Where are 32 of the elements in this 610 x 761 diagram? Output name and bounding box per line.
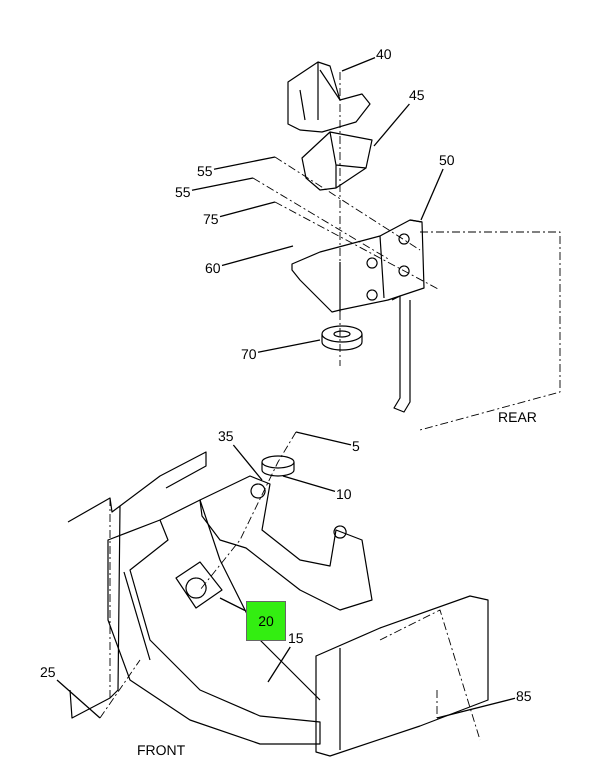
callout-number: 5 — [352, 438, 360, 454]
leader-line — [282, 475, 336, 492]
callout-number: 25 — [40, 664, 56, 680]
leader-line — [420, 168, 444, 220]
leader-line — [436, 698, 516, 719]
leader-line — [220, 201, 276, 218]
callout-number: 20 — [246, 601, 286, 641]
leader-line — [374, 104, 410, 146]
leader-line — [220, 597, 246, 612]
leader-line — [267, 646, 291, 682]
leader-line — [342, 57, 376, 72]
callout-number: 40 — [376, 46, 392, 62]
callout-number: 60 — [205, 260, 221, 276]
view-label: REAR — [498, 409, 537, 425]
callout-number: 15 — [288, 630, 304, 646]
leader-line — [192, 177, 254, 191]
callout-number: 10 — [336, 486, 352, 502]
callout-number: 70 — [241, 346, 257, 362]
view-label: FRONT — [137, 742, 186, 758]
leader-line — [214, 156, 276, 170]
callout-number: 35 — [218, 428, 234, 444]
leader-line — [296, 431, 352, 446]
callout-number: 55 — [175, 184, 191, 200]
callout-number: 50 — [439, 152, 455, 168]
leader-line — [56, 679, 100, 718]
callout-number: 45 — [409, 87, 425, 103]
callout-number: 75 — [203, 211, 219, 227]
leader-line — [258, 339, 320, 353]
callout-number: 55 — [197, 163, 213, 179]
leader-line — [232, 444, 262, 480]
callout-number: 85 — [516, 688, 532, 704]
leader-line — [222, 245, 294, 266]
